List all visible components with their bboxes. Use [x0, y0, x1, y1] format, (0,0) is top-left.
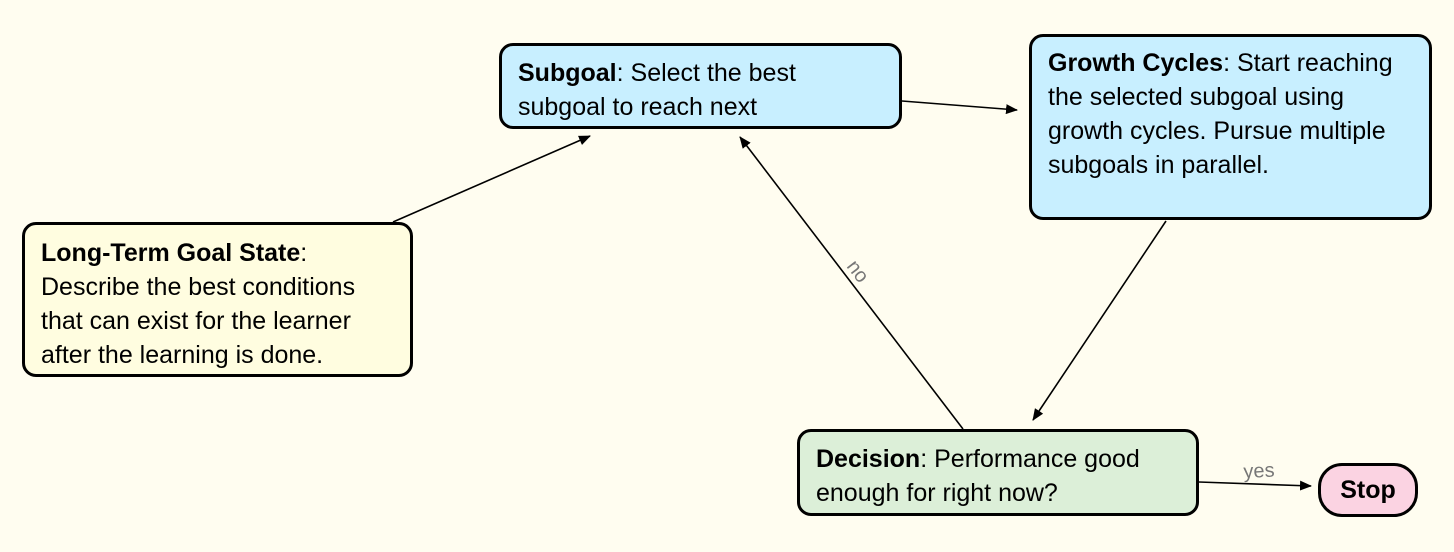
- node-title: Stop: [1340, 476, 1396, 504]
- node-text: Select the best subgoal to reach next: [518, 59, 796, 121]
- node-title: Long-Term Goal State: [41, 239, 301, 267]
- edge-growth-to-decision: [1032, 220, 1167, 421]
- node-separator: :: [1223, 49, 1231, 77]
- node-decision: Decision: Performance good enough for ri…: [797, 429, 1199, 516]
- node-growth-cycles: Growth Cycles: Start reaching the select…: [1029, 34, 1432, 220]
- node-text: Start reaching the selected subgoal usin…: [1048, 49, 1393, 179]
- edge-decision-to-stop: [1198, 480, 1312, 491]
- edge-label-yes: yes: [1243, 459, 1275, 483]
- node-stop: Stop: [1318, 463, 1418, 517]
- edge-decision-to-subgoal: [739, 136, 964, 430]
- edge-label-no: no: [842, 256, 873, 287]
- edge-subgoal-to-growth: [901, 100, 1018, 115]
- edge-longterm-to-subgoal: [392, 135, 591, 223]
- node-title: Subgoal: [518, 59, 617, 87]
- node-title: Growth Cycles: [1048, 49, 1224, 77]
- node-separator: :: [300, 239, 308, 267]
- node-subgoal: Subgoal: Select the best subgoal to reac…: [499, 43, 902, 129]
- node-long-term-goal-state: Long-Term Goal State: Describe the best …: [22, 222, 413, 377]
- node-separator: :: [616, 59, 624, 87]
- node-text: Describe the best conditions that can ex…: [41, 273, 356, 369]
- node-text: Performance good enough for right now?: [816, 445, 1140, 507]
- node-separator: :: [920, 445, 928, 473]
- node-title: Decision: [816, 445, 921, 473]
